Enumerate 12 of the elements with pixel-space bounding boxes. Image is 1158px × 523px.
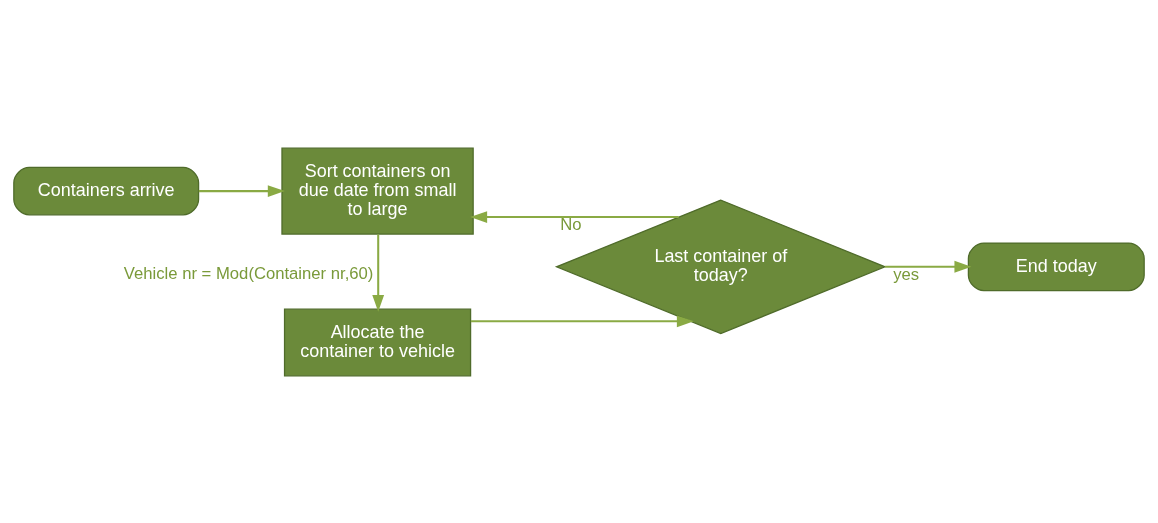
arrow — [470, 314, 694, 327]
node-box: Containers arrive — [13, 166, 200, 215]
node-box: End today — [967, 241, 1145, 291]
node-box: Allocate the container to vehicle — [283, 308, 472, 376]
edge-label: No — [560, 214, 582, 234]
arrow — [198, 184, 285, 197]
arrow — [372, 234, 385, 312]
edge-label: Vehicle nr = Mod(Container nr,60) — [123, 263, 374, 283]
arrow — [885, 260, 972, 273]
arrow — [470, 210, 679, 223]
node-box: Sort containers on due date from small to large — [281, 147, 474, 235]
edge-label: yes — [893, 264, 920, 284]
